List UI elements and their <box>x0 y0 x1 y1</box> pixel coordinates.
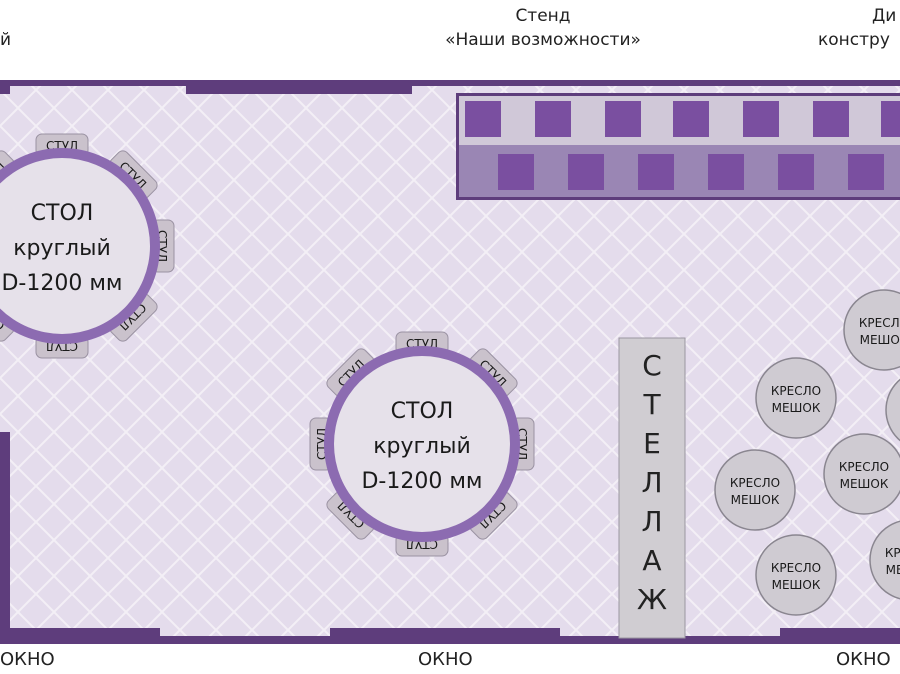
stand-label-line2: «Наши возможности» <box>445 30 641 50</box>
stand-label-line1: Стенд <box>515 6 571 26</box>
beanbag-label: КРЕСЛО <box>885 546 900 560</box>
window-left <box>0 628 160 644</box>
stand-tile <box>813 101 849 137</box>
window-center <box>330 628 560 644</box>
table-top <box>0 158 150 334</box>
stand-tile <box>881 101 900 137</box>
beanbag-label: КРЕСЛО <box>859 316 900 330</box>
table-label: круглый <box>373 434 471 459</box>
beanbag: КРЕСЛО МЕШОК <box>755 534 837 616</box>
stand-tile <box>568 154 604 190</box>
beanbag-label: МЕШОК <box>772 578 821 592</box>
stand-tile <box>778 154 814 190</box>
shelf-letter: А <box>642 544 662 577</box>
window-label-right: ОКНО <box>836 649 891 670</box>
beanbag-label: КРЕСЛО <box>839 460 889 474</box>
right-label: Ди констру <box>818 4 900 52</box>
right-label-line1: Ди <box>872 6 897 26</box>
table-label: круглый <box>13 236 111 261</box>
stand-label: Стенд «Наши возможности» <box>413 4 673 52</box>
left-panel <box>0 432 10 628</box>
beanbags: КРЕСЛО МЕШОК КРЕСЛО МЕШОК КРЕСЛО МЕШОК КРЕСЛО М… <box>714 289 900 616</box>
stand-tile <box>535 101 571 137</box>
table-label: СТОЛ <box>391 399 454 424</box>
stand-tiles <box>465 101 900 190</box>
shelf-letter: Ж <box>636 583 668 616</box>
stand-tile <box>605 101 641 137</box>
stand-tile <box>498 154 534 190</box>
beanbag-label: МЕШОК <box>886 563 900 577</box>
right-label-line2: констру <box>818 30 890 50</box>
shelf-letter: Л <box>641 466 663 499</box>
shelf <box>618 337 686 639</box>
beanbag-label: КРЕСЛО <box>771 384 821 398</box>
stand-tile <box>743 101 779 137</box>
beanbag-label: МЕШОК <box>731 493 780 507</box>
stand-tile <box>673 101 709 137</box>
window-label-center: ОКНО <box>418 649 473 670</box>
corner-mark <box>0 86 10 94</box>
round-table-2: СТУЛСТУЛСТУЛСТУЛСТУЛСТУЛСТУЛСТУЛСТОЛкруг… <box>309 331 535 557</box>
stand-tile <box>708 154 744 190</box>
table-label: D-1200 мм <box>361 469 482 494</box>
stand-tile <box>465 101 501 137</box>
table-label: СТОЛ <box>31 201 94 226</box>
beanbag-label: МЕШОК <box>860 333 900 347</box>
shelf-letter: С <box>642 349 662 382</box>
table-top <box>334 356 510 532</box>
top-left-label: й <box>0 30 12 50</box>
beanbag: КРЕСЛО МЕШОК <box>823 433 900 515</box>
wall-top <box>0 80 900 86</box>
beanbag: КРЕСЛО МЕШОК <box>869 520 900 600</box>
shelf-letter: Т <box>643 388 661 421</box>
beanbag-label: КРЕСЛО <box>771 561 821 575</box>
window-right <box>780 628 900 644</box>
beanbag-label: КРЕСЛО <box>730 476 780 490</box>
beanbag: КРЕСЛО МЕШОК <box>755 357 837 439</box>
stand-tile <box>638 154 674 190</box>
stand-tile <box>848 154 884 190</box>
round-table-1: СТУЛСТУЛСТУЛСТУЛСТУЛСТУЛСТУЛСТУЛСТОЛкруг… <box>0 133 175 359</box>
shelf-letter: Е <box>643 427 661 460</box>
beanbag: КРЕСЛО МЕШОК <box>843 289 900 371</box>
beanbag: КРЕСЛО МЕШОК <box>714 449 796 531</box>
beanbag-label: МЕШОК <box>840 477 889 491</box>
window-label-left: ОКНО <box>0 649 55 670</box>
shelf-letter: Л <box>641 505 663 538</box>
door-frame-top <box>186 82 412 94</box>
beanbag-label: МЕШОК <box>772 401 821 415</box>
table-label: D-1200 мм <box>1 271 122 296</box>
